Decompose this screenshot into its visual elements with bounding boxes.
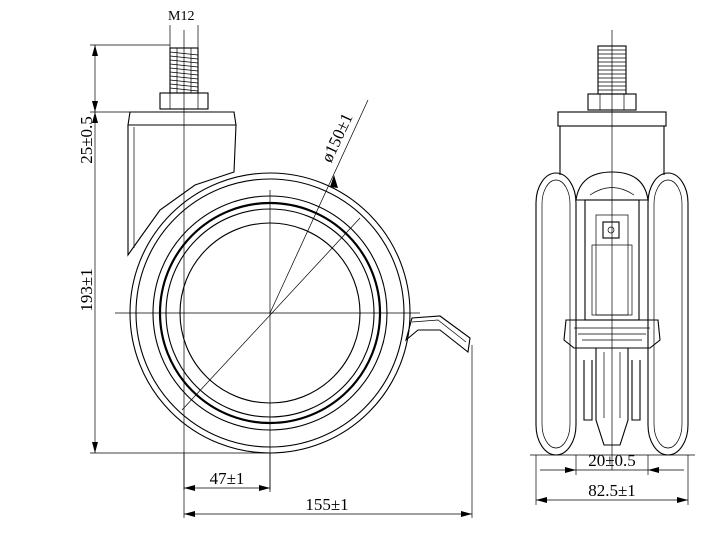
front-dimensions: [535, 455, 689, 505]
front-left-tyre: [535, 172, 577, 456]
side-centerlines: [115, 30, 420, 490]
total-width-dimension-label: 155±1: [305, 495, 348, 514]
wheel-width-dimension-label: 82.5±1: [588, 481, 636, 500]
front-right-tyre: [647, 172, 689, 456]
offset-dimension-label: 47±1: [210, 469, 245, 488]
diameter-leader: [269, 99, 369, 314]
tread-gap-dimension-label: 20±0.5: [588, 451, 636, 470]
fork-housing: [127, 124, 237, 257]
top-height-dimension-label: 25±0.5: [77, 116, 96, 164]
height-dimension-label: 193±1: [77, 268, 96, 311]
side-view: [115, 30, 471, 490]
thread-size-label: M12: [168, 9, 194, 24]
brake-pedal: [405, 315, 471, 354]
top-plate: [127, 111, 237, 126]
front-housing: [559, 126, 665, 175]
front-brake-mechanism: [583, 348, 641, 446]
front-view: [530, 30, 695, 470]
side-dimensions: [90, 25, 473, 518]
